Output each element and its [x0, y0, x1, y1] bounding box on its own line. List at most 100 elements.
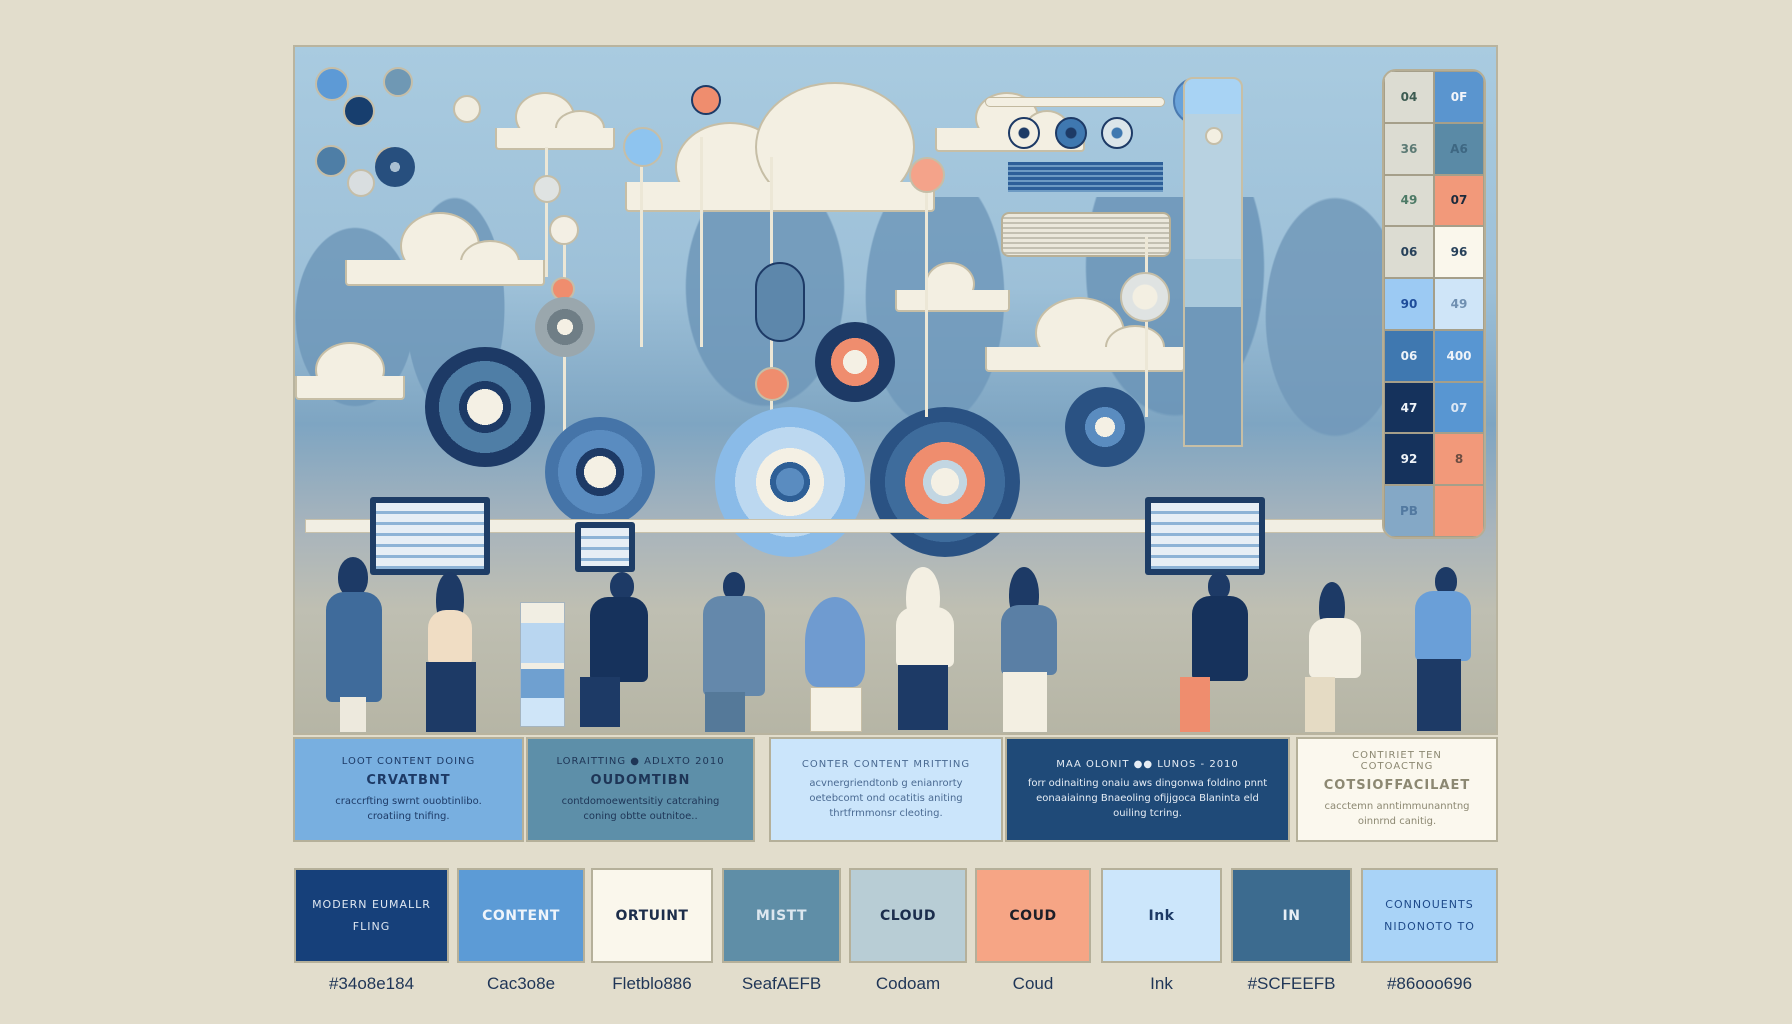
pin-dot-icon: [691, 85, 721, 115]
palette-cell: PB: [1384, 485, 1434, 537]
palette-cell: 400: [1434, 329, 1484, 382]
cloud-icon: [895, 262, 1010, 312]
swatch-caption: #86ooo696: [1386, 974, 1473, 993]
cloud-icon: [985, 297, 1185, 372]
caption-card: Loot Content DoingCRVATBNT craccrfting sw…: [293, 737, 524, 842]
planter: [810, 687, 862, 732]
hourglass-node-icon: [755, 262, 805, 342]
card-kicker: Loot Content Doing: [341, 755, 476, 767]
card-title: COTSIOFFACILAET: [1323, 778, 1471, 793]
person-figure: [995, 567, 1060, 732]
swatch-caption: #SCFEEFB: [1247, 974, 1336, 993]
card-title: OUDOMTIBN: [590, 772, 691, 788]
pin-dot-icon: [453, 95, 481, 123]
gear-icon: [535, 297, 595, 357]
swatch-label: CLOUD: [879, 907, 937, 924]
swatch-label: CONTENT: [482, 907, 560, 924]
swatch-caption: Codoam: [875, 974, 941, 993]
color-swatch[interactable]: CONNOUENTS NIDONOTO TO: [1361, 868, 1498, 963]
palette-cell: 90: [1384, 278, 1434, 330]
pin-dot-icon: [909, 157, 945, 193]
palette-cell: 96: [1434, 226, 1484, 279]
color-swatch[interactable]: IN: [1231, 868, 1352, 963]
pin-dot-icon: [1120, 272, 1170, 322]
color-swatch[interactable]: COUD: [975, 868, 1091, 963]
card-title: CRVATBNT: [366, 772, 451, 788]
color-swatch[interactable]: Ink: [1101, 868, 1222, 963]
swatch-caption: Coud: [1012, 974, 1054, 993]
palette-cell: 47: [1384, 381, 1434, 434]
card-body: acvnergriendtonb g enianrorty oetebcomt …: [809, 777, 963, 819]
person-figure: [1180, 572, 1250, 732]
palette-cell: 0F: [1434, 71, 1484, 123]
palette-cell: 92: [1384, 433, 1434, 486]
gear-icon: [425, 347, 545, 467]
card-kicker: Contiriet Ten Cotoactng: [1352, 750, 1442, 772]
gear-icon: [1065, 387, 1145, 467]
person-figure: [1405, 567, 1475, 732]
dial-icon: [1055, 117, 1087, 149]
palette-cell: 06: [1384, 329, 1434, 382]
color-swatch[interactable]: MODERN EUMALLR FLING: [294, 868, 449, 963]
caption-card: Conter Content Mrittingacvnergriendtonb …: [769, 737, 1003, 842]
swatch-label: MODERN EUMALLR FLING: [312, 897, 431, 933]
palette-cell: 49: [1434, 278, 1484, 330]
palette-cell: 07: [1434, 174, 1484, 227]
color-swatch[interactable]: MISTT: [722, 868, 841, 963]
palette-cell: [1434, 485, 1484, 537]
swatch-caption: #34o8e184: [328, 974, 415, 993]
network-node-icon: [343, 95, 375, 127]
bookshelf: [520, 602, 565, 727]
gear-icon: [815, 322, 895, 402]
caption-card: Loraitting ● Adlxto 2010OUDOMTIBNcontdom…: [526, 737, 755, 842]
palette-cell: 8: [1434, 433, 1484, 486]
card-kicker: Loraitting ● Adlxto 2010: [556, 755, 725, 767]
pin-dot-icon: [533, 175, 561, 203]
dial-icon: [1101, 117, 1133, 149]
caption-card: Contiriet Ten CotoactngCOTSIOFFACILAETca…: [1296, 737, 1498, 842]
person-figure: [890, 567, 960, 732]
person-figure: [420, 572, 480, 732]
swatch-label: ORTUINT: [615, 907, 689, 924]
color-swatch[interactable]: CLOUD: [849, 868, 967, 963]
swatch-label: IN: [1282, 907, 1301, 924]
swatch-caption: Cac3o8e: [486, 974, 556, 993]
plant-icon: [805, 597, 865, 687]
gear-icon: [715, 407, 865, 557]
dial-icon: [1008, 117, 1040, 149]
card-body: forr odinaiting onaiu aws dingonwa foldi…: [1027, 777, 1268, 819]
monitor-icon: [1145, 497, 1265, 575]
swatch-caption: Ink: [1150, 974, 1173, 993]
cloud-icon: [295, 342, 405, 402]
gear-icon: [375, 147, 415, 187]
person-figure: [1305, 582, 1365, 732]
gear-icon: [870, 407, 1020, 557]
swatch-caption: Fletblo886: [612, 974, 692, 993]
swatch-label: COUD: [1009, 907, 1057, 924]
cloud-icon: [345, 212, 545, 287]
network-node-icon: [315, 145, 347, 177]
rail-bar: [985, 97, 1165, 107]
pin-dot-icon: [383, 67, 413, 97]
palette-cell: 04: [1384, 71, 1434, 123]
caption-card: MAA Olonit ●● Lunos - 2010 forr odinaitin…: [1005, 737, 1290, 842]
card-body: craccrfting swrnt ouobtinlibo. croatiing…: [335, 795, 482, 822]
palette-cell: 36: [1384, 122, 1434, 175]
stripe-panel: [1008, 162, 1163, 192]
swatch-caption: SeafAEFB: [741, 974, 822, 993]
monitor-icon: [370, 497, 490, 575]
color-swatch[interactable]: ORTUINT: [591, 868, 713, 963]
vent-panel: [1001, 212, 1171, 257]
person-figure: [580, 572, 650, 732]
gear-icon: [545, 417, 655, 527]
swatch-label: Ink: [1148, 907, 1175, 924]
card-kicker: MAA Olonit ●● Lunos - 2010: [1056, 758, 1239, 770]
swatch-label: MISTT: [755, 907, 808, 924]
palette-cell: A6: [1434, 122, 1484, 175]
palette-cell: 49: [1384, 174, 1434, 227]
palette-cell: 07: [1434, 381, 1484, 434]
color-swatch[interactable]: CONTENT: [457, 868, 585, 963]
swatch-label: CONNOUENTS NIDONOTO TO: [1384, 897, 1475, 933]
